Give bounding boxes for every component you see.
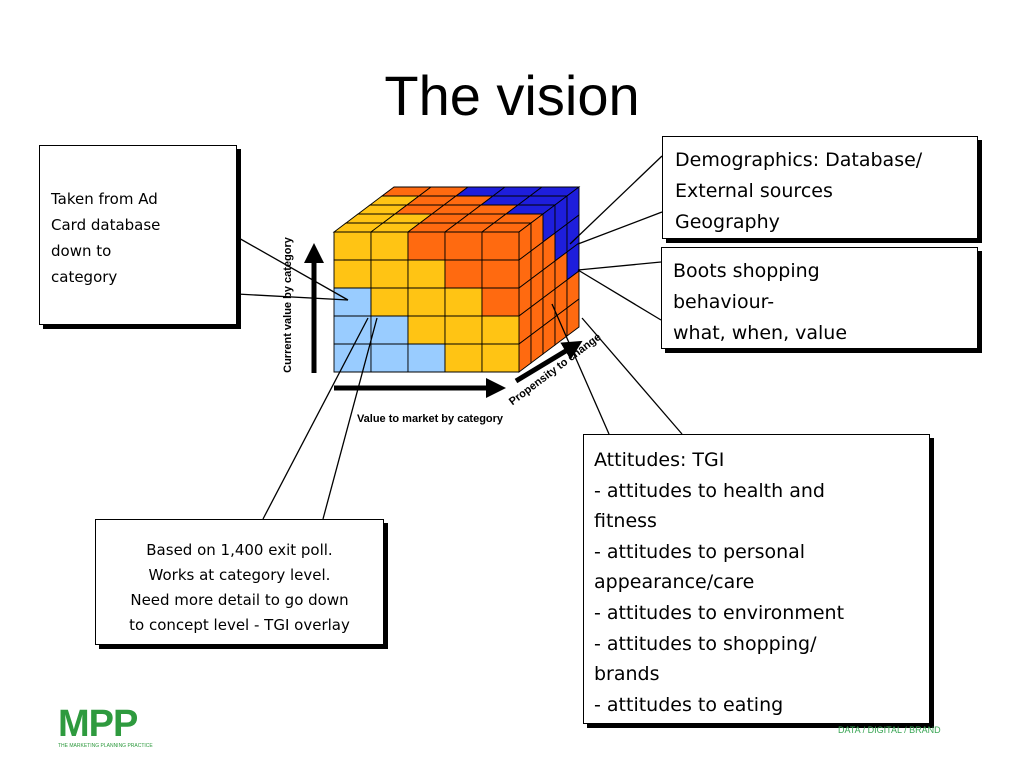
cube-front-cell xyxy=(444,231,483,261)
cube xyxy=(332,186,581,373)
cube-front-cell xyxy=(444,343,483,373)
callout-exit-poll: Based on 1,400 exit poll. Works at categ… xyxy=(95,519,384,645)
cube-front-cell xyxy=(333,231,372,261)
callout-boots-shopping: Boots shopping behaviour- what, when, va… xyxy=(661,247,978,349)
depth-axis-arrow xyxy=(514,340,583,384)
attitudes-line: - attitudes to eating xyxy=(594,693,784,716)
demographics-line: Geography xyxy=(675,211,780,233)
adcard-line: Card database xyxy=(51,216,161,234)
cube-front-cell xyxy=(481,259,520,289)
cube-front-cell xyxy=(444,287,483,317)
attitudes-line: - attitudes to shopping/ xyxy=(594,632,817,655)
boots-line: behaviour- xyxy=(673,291,775,313)
cube-front-cell xyxy=(444,259,483,289)
callout-line-exit-2 xyxy=(322,317,378,520)
attitudes-line: appearance/care xyxy=(594,571,755,594)
callout-line-adcard-bottom xyxy=(236,293,349,301)
cube-side-cell xyxy=(566,298,580,337)
cube-front-cell xyxy=(481,315,520,345)
callout-line-demographics-2 xyxy=(569,155,663,245)
cube-front-cell xyxy=(407,259,446,289)
demographics-line: Demographics: Database/ xyxy=(675,149,923,171)
boots-line: what, when, value xyxy=(673,322,848,344)
callout-line-attitudes-2 xyxy=(581,317,683,435)
callout-adcard-database: Taken from Ad Card database down to cate… xyxy=(39,145,237,325)
axis-arrows xyxy=(304,243,583,398)
exit-poll-line: Based on 1,400 exit poll. xyxy=(146,541,333,559)
callout-line-demographics-1 xyxy=(577,211,663,245)
cube-front-cell xyxy=(370,287,409,317)
exit-poll-line: Need more detail to go down xyxy=(130,591,349,609)
cube-front-cell xyxy=(407,287,446,317)
cube-front-cell xyxy=(481,231,520,261)
callout-lines xyxy=(236,155,683,520)
mpp-logo-tagline: THE MARKETING PLANNING PRACTICE xyxy=(58,743,153,749)
horizontal-axis-label: Value to market by category xyxy=(357,413,504,425)
cube-front-cell xyxy=(370,343,409,373)
cube-front-cell xyxy=(407,343,446,373)
adcard-line: down to xyxy=(51,242,112,260)
attitudes-line: brands xyxy=(594,663,660,686)
callout-line-exit-1 xyxy=(262,317,369,520)
callout-line-adcard-top xyxy=(236,236,349,301)
mpp-logo: MPP xyxy=(58,703,138,745)
attitudes-line: - attitudes to personal xyxy=(594,540,806,563)
slide-title: The vision xyxy=(384,64,640,127)
adcard-line: category xyxy=(51,268,118,286)
attitudes-line: fitness xyxy=(594,510,657,533)
cube-front-cell xyxy=(444,315,483,345)
cube-front-cell xyxy=(333,287,372,317)
callout-line-boots-1 xyxy=(577,261,662,271)
cube-front-cell xyxy=(333,259,372,289)
vertical-axis-label: Current value by category xyxy=(282,236,294,373)
exit-poll-line: to concept level - TGI overlay xyxy=(129,616,350,634)
callout-demographics: Demographics: Database/ External sources… xyxy=(662,136,978,239)
cube-front-cell xyxy=(370,259,409,289)
attitudes-line: - attitudes to environment xyxy=(594,601,845,624)
attitudes-line: Attitudes: TGI xyxy=(594,449,725,471)
adcard-line: Taken from Ad xyxy=(51,190,158,208)
footer-tagline: DATA / DIGITAL / BRAND xyxy=(838,725,941,735)
callout-line-attitudes-1 xyxy=(551,303,610,435)
cube-front-cell xyxy=(370,231,409,261)
cube-front-cell xyxy=(481,343,520,373)
boots-line: Boots shopping xyxy=(673,260,820,282)
callout-line-boots-2 xyxy=(577,269,662,321)
attitudes-line: - attitudes to health and xyxy=(594,479,825,502)
cube-front-cell xyxy=(333,315,372,345)
cube-front-cell xyxy=(407,231,446,261)
callout-attitudes-tgi: Attitudes: TGI - attitudes to health and… xyxy=(583,434,930,724)
exit-poll-line: Works at category level. xyxy=(148,566,331,584)
cube-front-cell xyxy=(407,315,446,345)
cube-front-cell xyxy=(481,287,520,317)
demographics-line: External sources xyxy=(675,180,833,202)
